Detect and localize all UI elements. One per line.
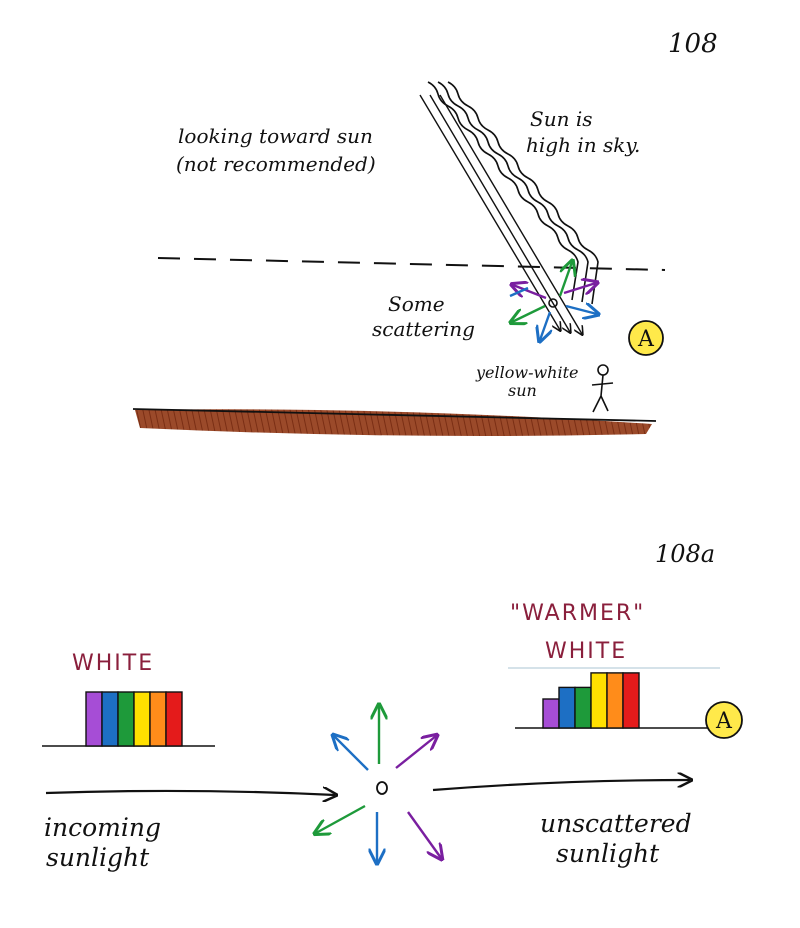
warmer-spectrum-bar-yellow: [590, 672, 608, 729]
white-spectrum-bar-green: [117, 691, 135, 747]
observer-marker-top: A: [628, 320, 664, 356]
looking-toward-sun-label: looking toward sun: [178, 124, 373, 148]
scattering-particle-bottom: [376, 781, 388, 795]
incoming-sunlight-arrow: [45, 791, 335, 795]
warmer-spectrum-bars: [542, 672, 640, 729]
observer-marker-label-bottom: A: [715, 709, 733, 734]
page-number-bottom: 108a: [655, 540, 715, 568]
incoming-sunlight-label-line1: incoming: [44, 813, 161, 842]
warmer-spectrum-bar-red: [622, 672, 640, 729]
white-spectrum-bar-blue: [101, 691, 119, 747]
white-spectrum-bars: [85, 691, 183, 747]
page-number-top: 108: [668, 29, 718, 59]
white-spectrum-title: WHITE: [72, 651, 154, 676]
warmer-spectrum-bar-green: [574, 686, 592, 729]
unscattered-sunlight-label-line1: unscattered: [540, 809, 692, 838]
white-spectrum-bar-red: [165, 691, 183, 747]
unscattered-sunlight-label-line2: sunlight: [556, 839, 660, 868]
unscattered-sunlight-arrow: [432, 780, 690, 792]
atmosphere-top-dashed-line: [157, 257, 666, 271]
scattered-arrows-top: [510, 262, 597, 340]
sun-high-label-line2: high in sky.: [526, 133, 640, 157]
stick-figure: [591, 364, 614, 413]
observer-marker-bottom: A: [705, 701, 743, 739]
some-scattering-label-line1: Some: [388, 292, 445, 316]
warmer-spectrum-bar-violet: [542, 698, 560, 729]
incoming-sunlight-label-line2: sunlight: [46, 843, 150, 872]
scattered-arrows-bottom: [316, 706, 441, 862]
sun-high-label-line1: Sun is: [530, 107, 592, 131]
observer-marker-label-top: A: [637, 327, 655, 352]
warmer-white-title-line2: WHITE: [545, 639, 627, 664]
warmer-white-title-line1: "WARMER": [510, 601, 645, 626]
scattering-particle-top: [548, 298, 558, 308]
warmer-spectrum-bar-blue: [558, 686, 576, 729]
warmer-spectrum-bar-orange: [606, 672, 624, 729]
white-spectrum-bar-violet: [85, 691, 103, 747]
not-recommended-label: (not recommended): [176, 152, 376, 176]
ground: [132, 408, 657, 436]
sun-rays: [419, 81, 599, 334]
white-spectrum-bar-yellow: [133, 691, 151, 747]
white-spectrum-bar-orange: [149, 691, 167, 747]
yellow-white-sun-label-line1: yellow-white: [475, 363, 579, 382]
some-scattering-label-line2: scattering: [372, 317, 475, 341]
yellow-white-sun-label-line2: sun: [508, 381, 537, 400]
